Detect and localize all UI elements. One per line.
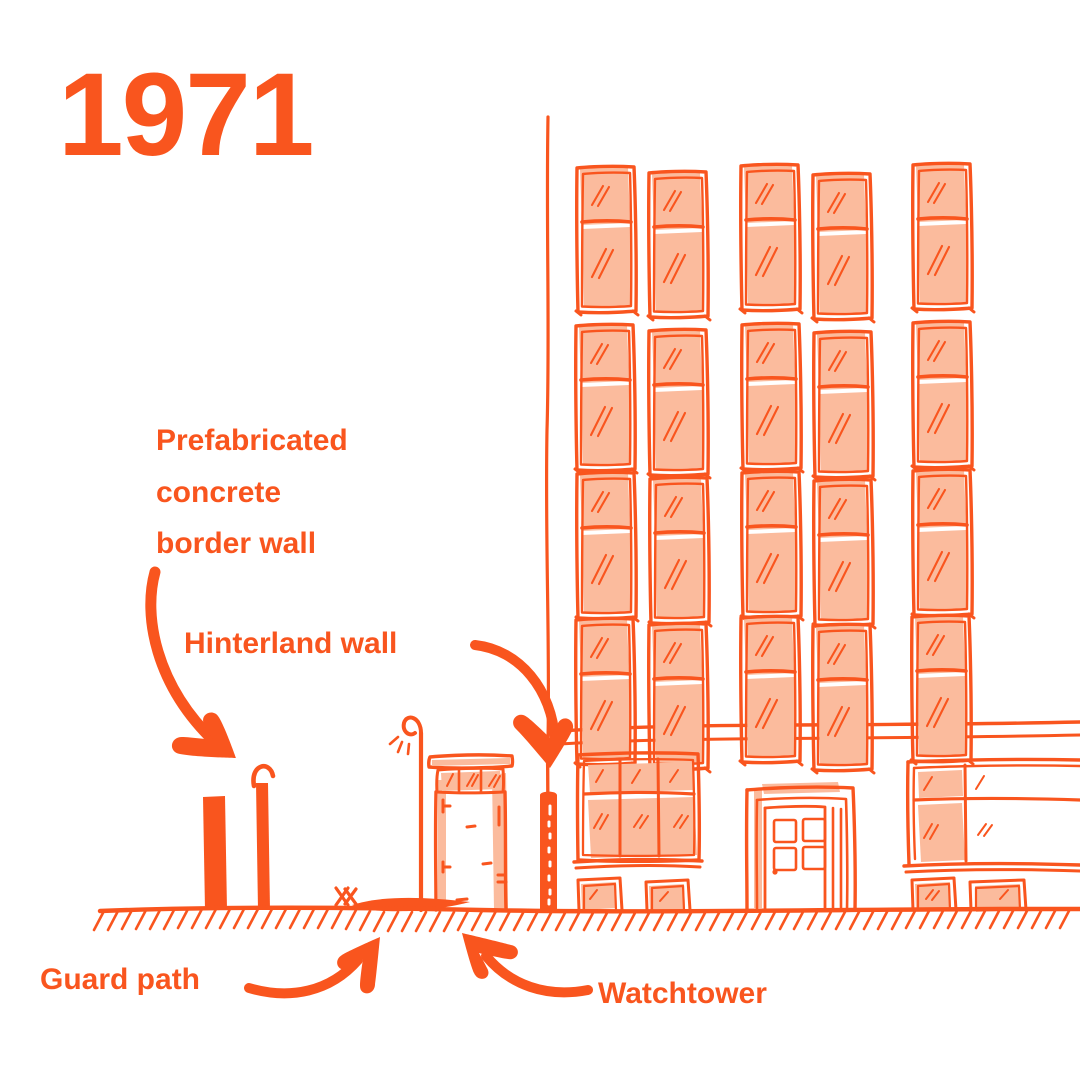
basement-windows: [576, 876, 1028, 912]
callout-line-3: border wall: [156, 527, 317, 561]
border-wall-pipe-top: [251, 764, 276, 789]
prefabricated-concrete-border-wall: [203, 764, 276, 910]
window-row-3: [574, 467, 976, 630]
ground-hatching: [92, 907, 1072, 933]
ground-floor: [572, 751, 1080, 912]
callout-hinterland-wall: Hinterland wall: [184, 627, 398, 660]
ground-window-right: [902, 757, 1080, 874]
year-label: 1971: [58, 49, 315, 181]
border-wall-pipe-post: [256, 783, 270, 910]
border-wall-slab: [203, 796, 227, 910]
watchtower: [427, 753, 515, 912]
callout-line-1: Prefabricated: [156, 424, 348, 457]
arrow-guard-path: [244, 937, 380, 999]
window-row-1: [574, 161, 976, 324]
arrow-watchtower: [462, 933, 593, 998]
callout-guard-path: Guard path: [40, 963, 201, 996]
front-door: [744, 782, 857, 912]
building-facade: [544, 115, 1080, 912]
arrow-prefab-wall: [145, 566, 236, 758]
ground-line: [92, 905, 1080, 933]
arrow-hinterland-wall: [470, 640, 574, 768]
ground-window-left: [572, 751, 704, 870]
callout-line-2: concrete: [156, 475, 282, 509]
window-row-2: [573, 319, 976, 482]
callout-prefabricated-concrete-border-wall: Prefabricated concrete border wall: [156, 415, 426, 570]
ground-x-marks: [334, 886, 358, 907]
callout-watchtower: Watchtower: [598, 977, 767, 1010]
lamp-post: [388, 715, 424, 913]
window-row-4: [573, 613, 975, 775]
